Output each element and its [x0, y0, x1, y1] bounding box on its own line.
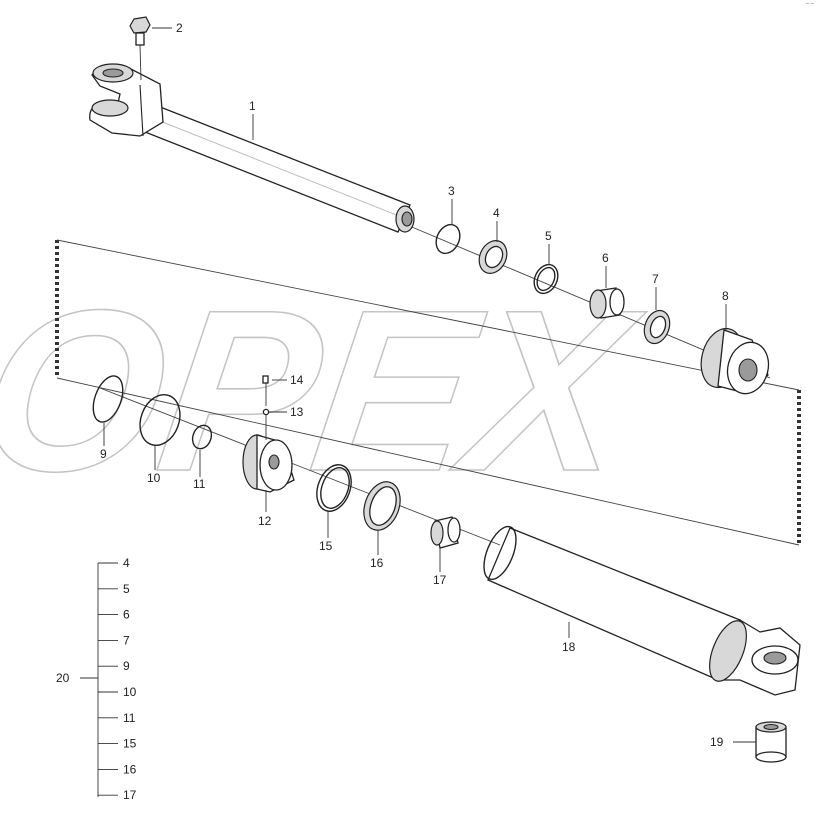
- part-2-grease-fitting: [129, 16, 151, 81]
- kit-item-label: 9: [123, 659, 130, 673]
- kit-items: 4 5 6 7 9 10 11 15 16 17: [98, 556, 137, 802]
- leader-lines: [103, 27, 756, 743]
- part-7-wiper: [643, 309, 671, 345]
- kit-label: 20: [56, 671, 70, 685]
- callout-18: 18: [562, 640, 576, 654]
- kit-item-label: 7: [123, 633, 130, 647]
- lower-axis: [99, 387, 501, 546]
- callout-12: 12: [258, 514, 272, 528]
- callout-6: 6: [602, 251, 609, 265]
- callout-8: 8: [722, 289, 729, 303]
- part-9-o-ring: [92, 375, 124, 423]
- callout-19: 19: [710, 735, 724, 749]
- part-16-seal: [363, 481, 401, 531]
- callout-5: 5: [545, 229, 552, 243]
- callout-4: 4: [493, 206, 500, 220]
- callout-labels: 2 1 3 4 5 6 7 8 9 10 11 14 13 12 15 16 1…: [100, 21, 729, 749]
- part-15-ring: [316, 464, 352, 512]
- kit-item-label: 17: [123, 788, 137, 802]
- callout-11: 11: [193, 477, 206, 491]
- part-5-ring: [533, 263, 559, 295]
- part-1-piston-rod: [89, 63, 415, 233]
- part-19-bushing: [755, 721, 787, 763]
- callout-10: 10: [147, 471, 161, 485]
- part-18-cylinder-barrel: [483, 525, 801, 696]
- part-14-screw: [262, 375, 269, 384]
- part-6-bushing: [589, 287, 625, 319]
- opex-watermark: OPEX: [0, 261, 655, 519]
- callout-13: 13: [290, 405, 304, 419]
- callout-7: 7: [652, 272, 659, 286]
- kit-20-tree: 20 4 5 6 7 9 10 11 15 16 17: [56, 556, 137, 802]
- callout-2: 2: [176, 21, 183, 35]
- callout-16: 16: [370, 556, 384, 570]
- part-13-ball: [262, 408, 270, 416]
- part-3-o-ring: [435, 223, 461, 255]
- kit-item-label: 10: [123, 685, 137, 699]
- part-10-o-ring: [139, 394, 181, 446]
- kit-item-label: 15: [123, 737, 137, 751]
- callout-15: 15: [319, 539, 333, 553]
- kit-item-label: 16: [123, 762, 137, 776]
- callout-9: 9: [100, 447, 107, 461]
- callout-17: 17: [433, 573, 447, 587]
- kit-item-label: 4: [123, 556, 130, 570]
- part-4-seal: [478, 240, 508, 274]
- kit-item-label: 6: [123, 608, 130, 622]
- watermark-text: OPEX: [0, 262, 654, 519]
- callout-3: 3: [448, 184, 455, 198]
- corner-mark: ‾ ‾: [805, 3, 814, 12]
- part-11-o-ring: [191, 424, 213, 450]
- part-8-gland: [700, 327, 770, 395]
- kit-item-label: 11: [123, 711, 136, 725]
- part-17-bushing: [430, 516, 461, 549]
- callout-14: 14: [290, 373, 304, 387]
- kit-item-label: 5: [123, 582, 130, 596]
- explode-axis-frame: [55, 239, 801, 546]
- callout-1: 1: [249, 99, 256, 113]
- part-12-piston: [242, 434, 295, 493]
